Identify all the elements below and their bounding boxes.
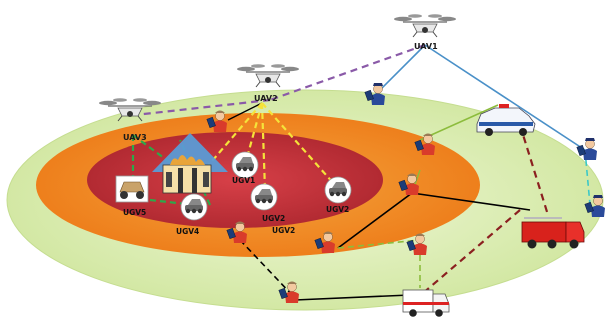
label-ugv5: UGV5 bbox=[123, 208, 146, 217]
label-ugv1: UGV1 bbox=[232, 176, 255, 185]
ugv-robot-icon bbox=[324, 176, 352, 204]
police-officer-icon bbox=[576, 137, 598, 161]
label-ugv2-b: UGV2 bbox=[326, 205, 349, 214]
ugv-robot-icon bbox=[231, 151, 259, 179]
fire-truck-icon bbox=[521, 217, 585, 249]
label-ugv2-a: UGV2 bbox=[262, 214, 285, 223]
ugv-robot-icon bbox=[180, 193, 208, 221]
burning-factory-icon bbox=[152, 133, 228, 194]
label-uav3: UAV3 bbox=[123, 133, 147, 142]
ugv-robot-icon bbox=[250, 183, 278, 211]
label-ugv4: UGV4 bbox=[176, 227, 199, 236]
police-car-icon bbox=[476, 104, 536, 136]
drone-icon bbox=[393, 13, 457, 38]
label-uav1: UAV1 bbox=[414, 42, 438, 51]
drone-icon bbox=[236, 63, 300, 88]
ambulance-icon bbox=[402, 289, 450, 317]
label-ugv2-c: UGV2 bbox=[272, 226, 295, 235]
label-uav2: UAV2 bbox=[254, 94, 278, 103]
ugv-robot-icon bbox=[115, 175, 149, 203]
